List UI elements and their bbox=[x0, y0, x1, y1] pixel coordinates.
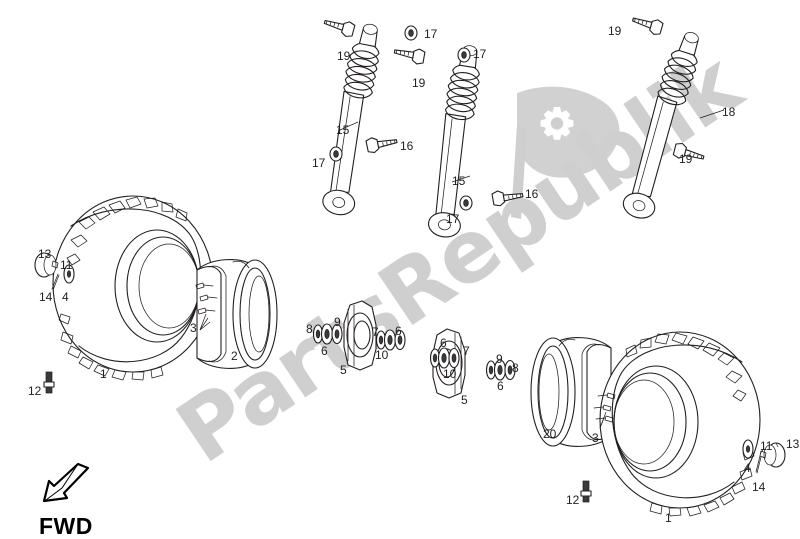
bearing-stack-right-outer bbox=[429, 347, 460, 369]
callout-6: 6 bbox=[395, 324, 402, 338]
shock-nut-lower-left bbox=[329, 146, 343, 162]
orientation-marker: FWD bbox=[38, 462, 94, 539]
callout-19: 19 bbox=[337, 49, 351, 63]
forward-arrow-icon bbox=[42, 462, 90, 503]
tire-left bbox=[52, 195, 214, 381]
callout-10: 10 bbox=[375, 348, 389, 362]
callout-2: 2 bbox=[231, 349, 238, 363]
callout-14: 14 bbox=[39, 290, 53, 304]
cotter-pin-right bbox=[755, 455, 762, 474]
shock-nut-lower-center bbox=[459, 195, 473, 211]
callout-16: 16 bbox=[400, 139, 414, 153]
leader-lines bbox=[199, 109, 779, 455]
callout-6: 6 bbox=[497, 379, 504, 393]
callout-15: 15 bbox=[336, 123, 350, 137]
callout-7: 7 bbox=[463, 344, 470, 358]
callout-11: 11 bbox=[60, 258, 73, 272]
callout-15: 15 bbox=[452, 174, 466, 188]
shock-nut-upper-left bbox=[404, 25, 418, 41]
callout-8: 8 bbox=[512, 361, 519, 375]
callout-9: 9 bbox=[496, 352, 503, 366]
valve-stem-right bbox=[580, 480, 592, 503]
callout-10: 10 bbox=[443, 367, 457, 381]
shock-nut-upper-center bbox=[457, 47, 471, 63]
callout-5: 5 bbox=[340, 363, 347, 377]
callout-3: 3 bbox=[190, 321, 197, 335]
callout-17: 17 bbox=[312, 156, 326, 170]
washer-left bbox=[63, 264, 75, 284]
callout-11: 11 bbox=[760, 439, 773, 453]
callout-18: 18 bbox=[722, 105, 736, 119]
washer-right bbox=[742, 439, 754, 459]
callout-5: 5 bbox=[461, 393, 468, 407]
callout-4: 4 bbox=[744, 461, 751, 475]
callout-12: 12 bbox=[566, 493, 580, 507]
callout-1: 1 bbox=[100, 367, 107, 381]
shock-bolt-upper-center bbox=[392, 44, 426, 66]
tire-right bbox=[599, 331, 761, 517]
callout-17: 17 bbox=[424, 27, 438, 41]
shock-bolt-lower-center bbox=[491, 186, 525, 208]
callout-1: 1 bbox=[665, 511, 672, 525]
shock-bolt-lower-left bbox=[365, 132, 399, 155]
shock-absorber-center bbox=[424, 42, 490, 240]
callout-19: 19 bbox=[679, 152, 693, 166]
callout-6: 6 bbox=[321, 344, 328, 358]
callout-20: 20 bbox=[543, 427, 557, 441]
wheel-studs-left bbox=[195, 282, 218, 315]
callout-12: 12 bbox=[28, 384, 42, 398]
shock-bolt-upper-left bbox=[321, 15, 356, 39]
wheel-studs-right bbox=[593, 392, 616, 423]
hub-cap-left bbox=[34, 252, 59, 278]
shock-absorber-left bbox=[318, 20, 390, 218]
cotter-pin-left bbox=[51, 273, 60, 291]
shock-bolt-upper-right bbox=[630, 12, 665, 37]
shock-absorber-rear-right bbox=[617, 27, 711, 223]
callout-6: 6 bbox=[440, 336, 447, 350]
fwd-label: FWD bbox=[39, 513, 93, 539]
callout-16: 16 bbox=[525, 187, 539, 201]
callout-4: 4 bbox=[62, 290, 69, 304]
callout-19: 19 bbox=[608, 24, 622, 38]
hub-cap-right bbox=[759, 442, 786, 468]
callout-13: 13 bbox=[786, 437, 800, 451]
callout-3: 3 bbox=[592, 431, 599, 445]
callout-13: 13 bbox=[38, 247, 52, 261]
callout-14: 14 bbox=[752, 480, 766, 494]
callout-7: 7 bbox=[372, 325, 379, 339]
callout-17: 17 bbox=[446, 212, 460, 226]
callout-8: 8 bbox=[306, 322, 313, 336]
valve-stem-left bbox=[43, 371, 55, 394]
callout-9: 9 bbox=[334, 315, 341, 329]
callout-19: 19 bbox=[412, 76, 426, 90]
callout-17: 17 bbox=[473, 47, 487, 61]
